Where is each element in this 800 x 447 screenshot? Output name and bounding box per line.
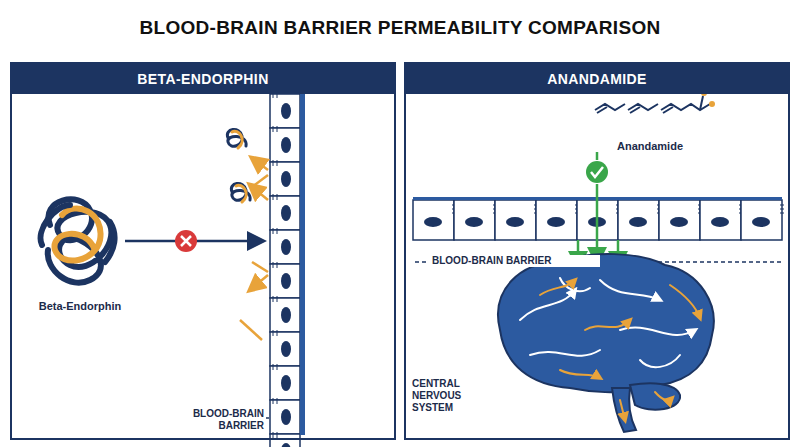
junction bbox=[273, 364, 277, 370]
label: Anandamide bbox=[610, 140, 690, 153]
cell bbox=[270, 366, 300, 400]
barrier-cells bbox=[270, 92, 305, 447]
block-mark bbox=[175, 230, 197, 252]
panel-heading: ANANDAMIDE bbox=[547, 71, 647, 87]
cell bbox=[270, 400, 300, 434]
brain bbox=[498, 254, 714, 432]
fragment bbox=[227, 129, 250, 202]
nucleus bbox=[281, 273, 291, 289]
junction bbox=[273, 228, 277, 234]
label: BLOOD-BRAIN BARRIER bbox=[190, 408, 264, 432]
nucleus bbox=[547, 217, 565, 227]
pass-mark bbox=[586, 161, 608, 183]
nucleus bbox=[670, 217, 688, 227]
nucleus bbox=[752, 217, 770, 227]
junction bbox=[273, 160, 277, 166]
protein-blob bbox=[41, 199, 115, 282]
junction bbox=[780, 205, 784, 213]
nucleus bbox=[629, 217, 647, 227]
nucleus bbox=[281, 137, 291, 153]
cell bbox=[270, 162, 300, 196]
nucleus bbox=[424, 217, 442, 227]
cell bbox=[741, 200, 782, 240]
barrier-cells bbox=[413, 197, 784, 240]
cell bbox=[270, 332, 300, 366]
membrane bbox=[300, 94, 305, 435]
cell bbox=[270, 230, 300, 264]
panel-header: BETA-ENDORPHIN bbox=[12, 64, 394, 94]
nucleus bbox=[281, 205, 291, 221]
nucleus bbox=[281, 341, 291, 357]
junction bbox=[273, 194, 277, 200]
cell bbox=[270, 94, 300, 128]
junction bbox=[273, 330, 277, 336]
junction bbox=[273, 432, 277, 438]
title: BLOOD-BRAIN BARRIER PERMEABILITY COMPARI… bbox=[0, 17, 800, 39]
cell bbox=[270, 128, 300, 162]
cell bbox=[495, 200, 536, 240]
cell bbox=[700, 200, 741, 240]
junction bbox=[273, 296, 277, 302]
deflect-arrow bbox=[240, 158, 268, 340]
nucleus bbox=[281, 239, 291, 255]
nucleus bbox=[506, 217, 524, 227]
label: CENTRAL NERVOUS SYSTEM bbox=[412, 378, 504, 414]
nucleus bbox=[281, 409, 291, 425]
cell bbox=[270, 196, 300, 230]
nucleus bbox=[711, 217, 729, 227]
cell bbox=[659, 200, 700, 240]
panel: ANANDAMIDE bbox=[404, 62, 790, 440]
cell bbox=[454, 200, 495, 240]
label: Beta-Endorphin bbox=[30, 300, 130, 313]
nucleus bbox=[281, 375, 291, 391]
junction bbox=[273, 398, 277, 404]
junction bbox=[273, 126, 277, 132]
cell bbox=[270, 434, 300, 447]
cell bbox=[618, 200, 659, 240]
junction bbox=[273, 262, 277, 268]
nucleus bbox=[281, 171, 291, 187]
nucleus bbox=[281, 103, 291, 119]
nucleus bbox=[281, 443, 291, 447]
nucleus bbox=[465, 217, 483, 227]
cell bbox=[536, 200, 577, 240]
pass-arrow bbox=[578, 152, 618, 266]
panel-heading: BETA-ENDORPHIN bbox=[137, 71, 268, 87]
panel-header: ANANDAMIDE bbox=[406, 64, 788, 94]
cell bbox=[270, 298, 300, 332]
cell bbox=[413, 200, 454, 240]
panel: BETA-ENDORPHIN bbox=[10, 62, 396, 440]
nucleus bbox=[281, 307, 291, 323]
label: BLOOD-BRAIN BARRIER bbox=[432, 255, 600, 267]
cell bbox=[270, 264, 300, 298]
